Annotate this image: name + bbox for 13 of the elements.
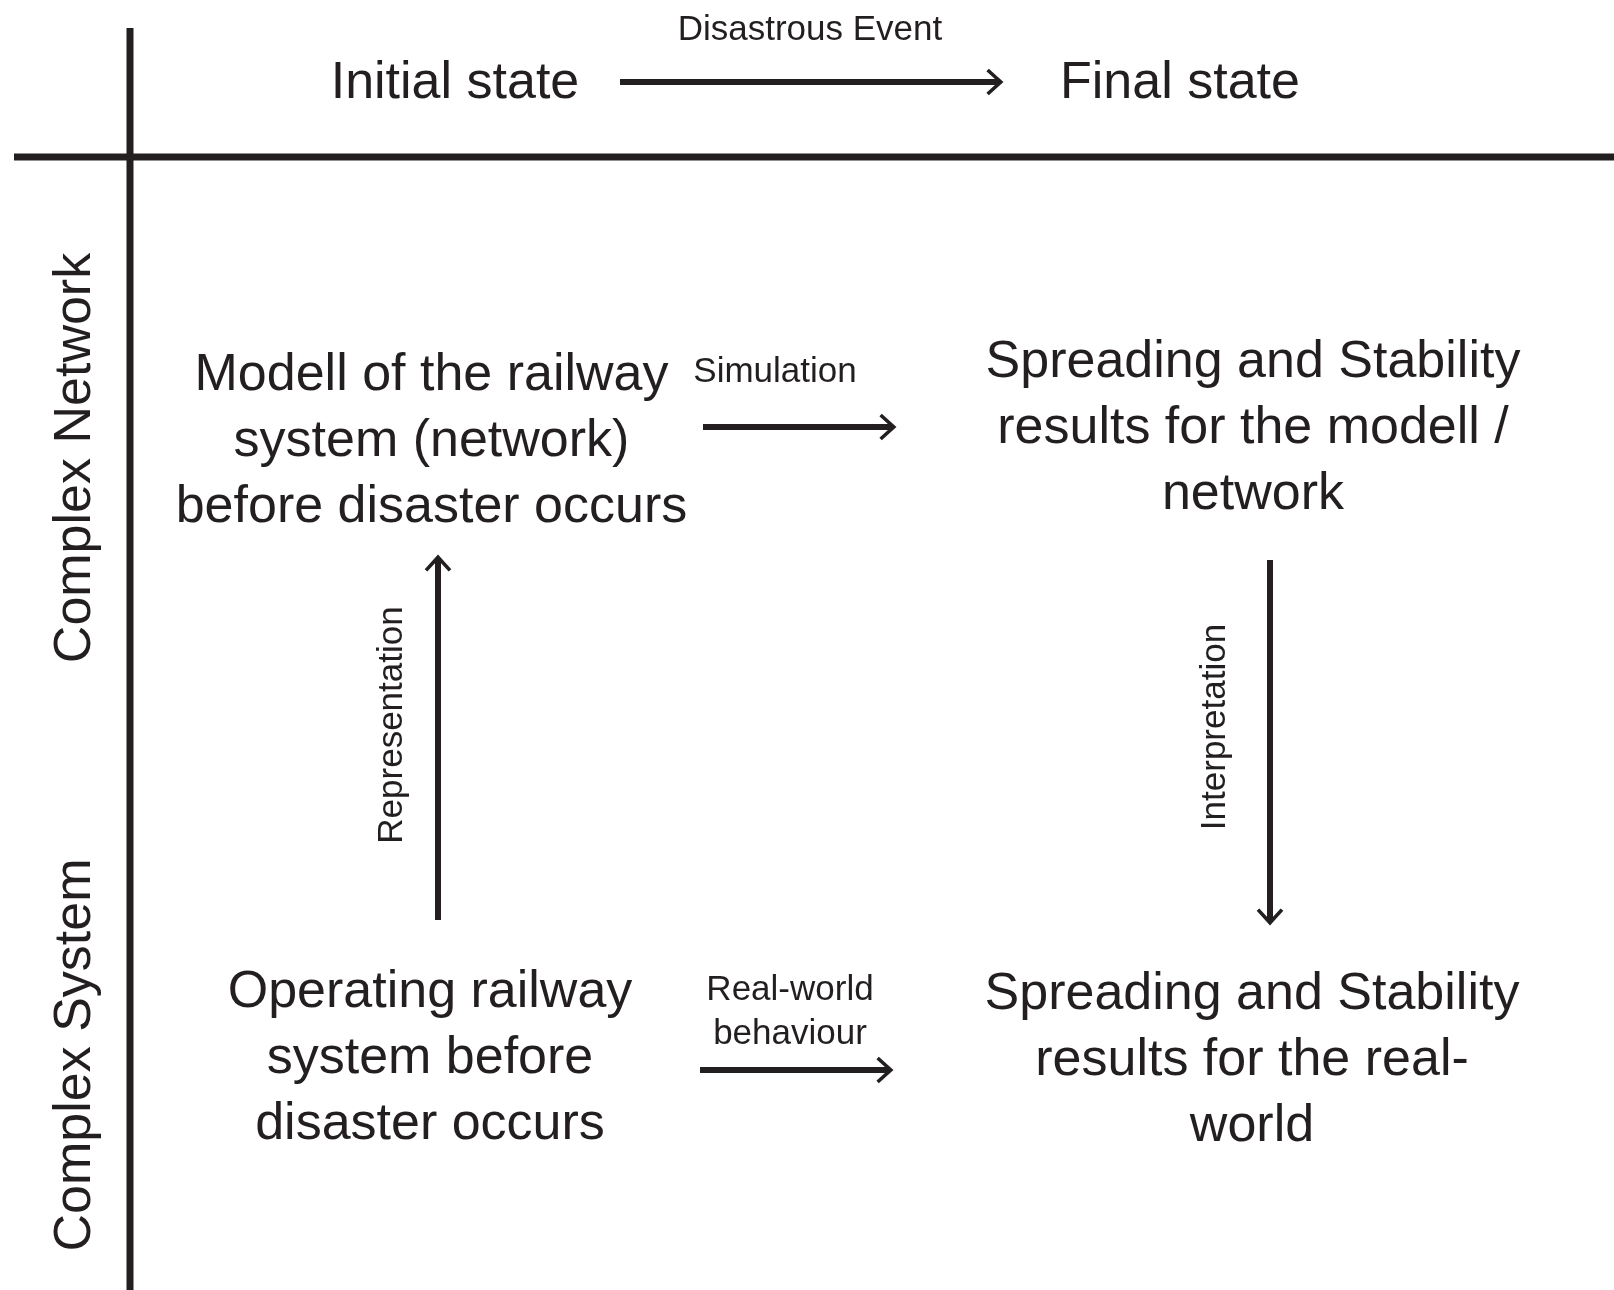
node-text: Modell of the railway system (network) before disaster occurs <box>174 342 689 535</box>
node-text: Spreading and Stability results for the real-world <box>983 961 1521 1154</box>
arrow <box>620 67 1004 97</box>
arrow <box>423 554 453 920</box>
node-text: Spreading and Stability results for the modell / network <box>984 329 1522 522</box>
row-header: Complex System <box>42 858 102 1252</box>
header-text: Initial state <box>329 50 581 111</box>
row-header: Complex Network <box>42 252 102 664</box>
arrow <box>1255 560 1285 926</box>
header-text: Final state <box>1059 50 1301 111</box>
node-text: Operating railway system before disaster occurs <box>226 959 634 1152</box>
arrow <box>700 1055 894 1085</box>
arrow <box>703 412 897 442</box>
